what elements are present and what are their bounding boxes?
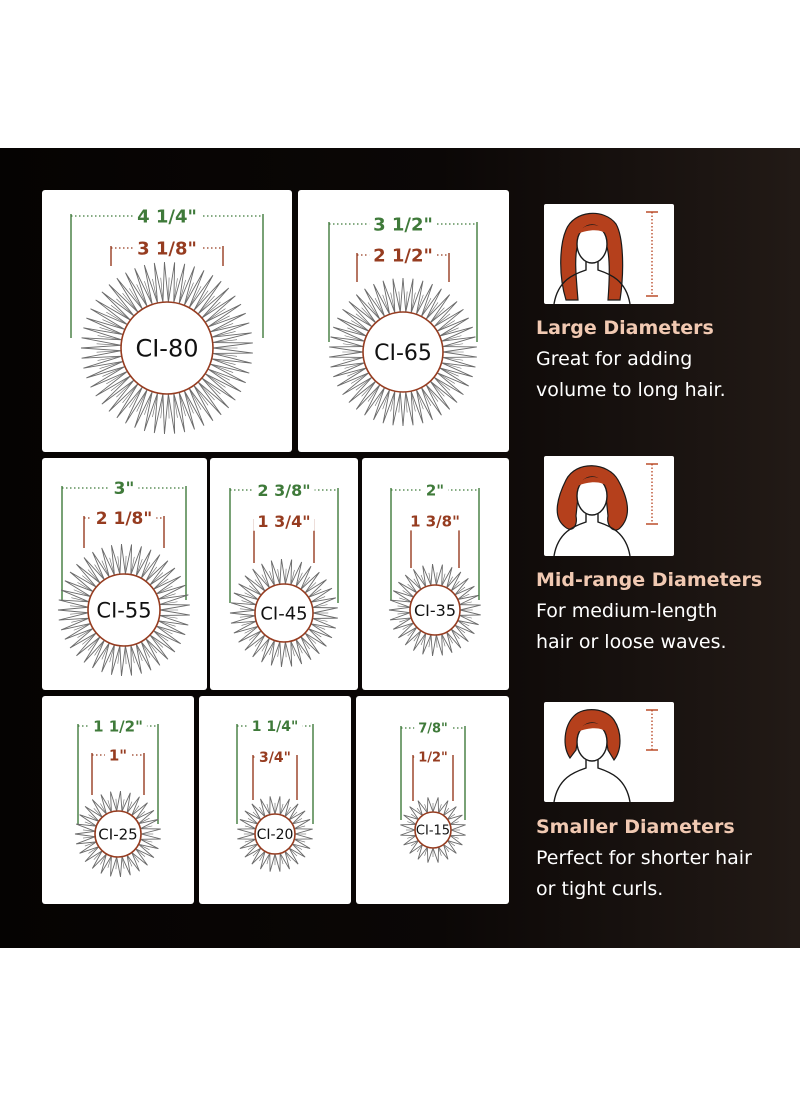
- bristle-ring: [388, 563, 481, 657]
- outer-diameter-label: 7/8": [418, 722, 448, 737]
- inner-diameter-label: 3 1/8": [137, 238, 197, 259]
- face: [576, 722, 608, 762]
- category-description-line: Perfect for shorter hair: [536, 847, 752, 869]
- bristle-ring: [74, 790, 161, 878]
- bristle-ring: [229, 558, 338, 668]
- brush-diagram: 3 1/2" 2 1/2" CI-65: [328, 214, 478, 427]
- category-large: Large Diameters Great for adding volume …: [536, 313, 796, 406]
- category-mid-range: Mid-range Diameters For medium-length ha…: [536, 565, 796, 658]
- inner-diameter-label: 2 1/8": [96, 509, 152, 529]
- category-description-line: Great for adding: [536, 348, 693, 370]
- category-title: Mid-range Diameters: [536, 569, 763, 591]
- barrel-circle: [87, 573, 161, 647]
- outer-diameter-label: 1 1/2": [93, 717, 143, 735]
- barrel-circle: [254, 583, 314, 643]
- hair-thumb-long: [544, 204, 674, 304]
- bristle-ring: [57, 543, 190, 677]
- model-label: CI-45: [260, 603, 307, 624]
- inner-diameter-label: 1/2": [418, 751, 448, 766]
- model-label: CI-20: [257, 827, 294, 843]
- category-description-line: hair or loose waves.: [536, 631, 727, 653]
- inner-diameter-label: 1": [109, 746, 127, 764]
- bristle-ring: [80, 261, 253, 435]
- outer-diameter-label: 1 1/4": [252, 719, 299, 735]
- model-label: CI-80: [135, 335, 198, 363]
- barrel-circle: [414, 811, 452, 849]
- brush-diagram: 7/8" 1/2" CI-15: [400, 721, 466, 863]
- length-bar-icon: [646, 709, 658, 751]
- model-label: CI-65: [374, 341, 432, 366]
- category-description-line: volume to long hair.: [536, 379, 726, 401]
- hair-thumb-medium: [544, 456, 674, 556]
- brush-card-ci-80: 4 1/4" 3 1/8" CI-80: [42, 190, 292, 452]
- brush-card-ci-20: 1 1/4" 3/4" CI-20: [199, 696, 351, 904]
- model-label: CI-35: [414, 601, 456, 620]
- woman-silhouette-icon: [553, 463, 658, 556]
- inner-diameter-label: 2 1/2": [373, 245, 433, 266]
- brush-diagram: 1 1/2" 1" CI-25: [74, 717, 161, 878]
- model-label: CI-25: [98, 825, 137, 843]
- brush-diagram: 4 1/4" 3 1/8" CI-80: [70, 206, 264, 435]
- barrel-circle: [409, 584, 461, 636]
- face: [576, 476, 608, 516]
- barrel-circle: [120, 301, 214, 395]
- inner-diameter-label: 1 3/8": [410, 512, 460, 530]
- outer-diameter-label: 3 1/2": [373, 214, 433, 235]
- category-small: Smaller Diameters Perfect for shorter ha…: [536, 812, 796, 905]
- brush-card-ci-45: 2 3/8" 1 3/4" CI-45: [210, 458, 358, 690]
- brush-diagram: 1 1/4" 3/4" CI-20: [236, 719, 314, 872]
- bristle-ring: [329, 277, 477, 427]
- brush-diagram: 3" 2 1/8" CI-55: [57, 479, 190, 677]
- category-description-line: For medium-length: [536, 600, 718, 622]
- barrel-circle: [362, 311, 444, 393]
- category-title: Smaller Diameters: [536, 816, 735, 838]
- brush-card-ci-65: 3 1/2" 2 1/2" CI-65: [298, 190, 509, 452]
- bristle-ring: [400, 797, 466, 863]
- shoulders: [553, 760, 631, 802]
- brush-card-ci-55: 3" 2 1/8" CI-55: [42, 458, 207, 690]
- outer-diameter-label: 4 1/4": [137, 206, 197, 227]
- brush-card-ci-15: 7/8" 1/2" CI-15: [356, 696, 509, 904]
- woman-silhouette-icon: [553, 211, 658, 304]
- category-title: Large Diameters: [536, 317, 714, 339]
- brush-diagram: 2" 1 3/8" CI-35: [388, 481, 481, 657]
- outer-diameter-label: 3": [114, 479, 135, 499]
- barrel-circle: [254, 813, 296, 855]
- category-description-line: or tight curls.: [536, 878, 664, 900]
- hair-thumb-short: [544, 702, 674, 802]
- length-bar-icon: [646, 463, 658, 525]
- model-label: CI-15: [416, 824, 450, 839]
- barrel-circle: [94, 810, 142, 858]
- length-bar-icon: [646, 211, 658, 297]
- inner-diameter-label: 3/4": [259, 750, 291, 766]
- woman-silhouette-icon: [553, 709, 658, 802]
- inner-diameter-label: 1 3/4": [257, 512, 310, 531]
- bristle-ring: [237, 796, 313, 872]
- brush-diagram: 2 3/8" 1 3/4" CI-45: [229, 480, 339, 668]
- shoulders: [553, 262, 631, 304]
- outer-diameter-label: 2": [426, 481, 444, 499]
- face: [576, 224, 608, 264]
- model-label: CI-55: [96, 599, 151, 623]
- outer-diameter-label: 2 3/8": [257, 481, 310, 500]
- brush-card-ci-35: 2" 1 3/8" CI-35: [362, 458, 509, 690]
- brush-card-ci-25: 1 1/2" 1" CI-25: [42, 696, 194, 904]
- shoulders: [553, 514, 631, 556]
